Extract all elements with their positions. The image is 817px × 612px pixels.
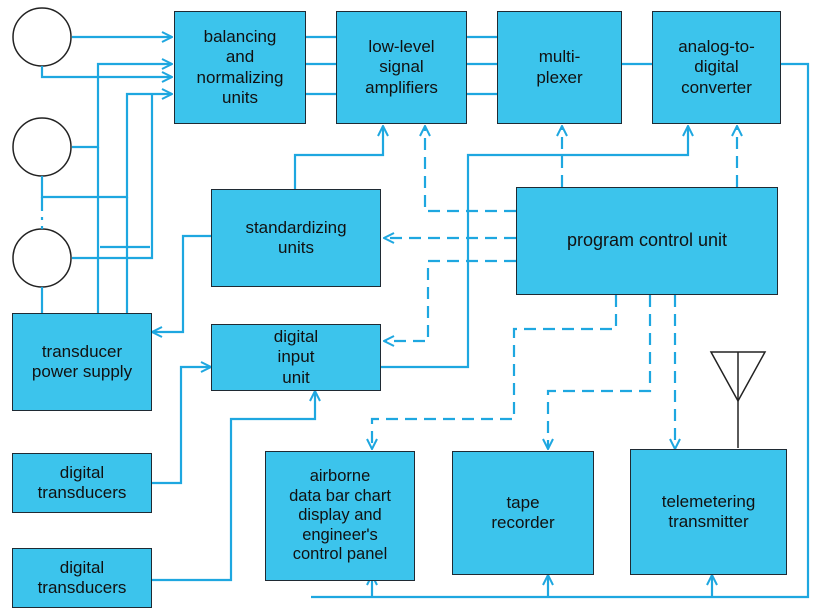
adc-label: analog-to- digital converter [678,37,755,97]
digital-input-label: digital input unit [273,327,319,387]
antenna-icon [709,351,767,448]
digital-transducers-block-1: digital transducers [12,453,152,513]
transducer-circle-3 [12,228,72,288]
multiplexer-block: multi- plexer [497,11,622,124]
multiplexer-label: multi- plexer [536,47,583,87]
conn-standardizing-power [152,234,211,332]
digital-transducers-label-1: digital transducers [37,462,127,502]
telemetering-transmitter-block: telemetering transmitter [630,449,787,575]
airborne-display-control-panel-block: airborne data bar chart display and engi… [265,451,415,581]
transducer-power-supply-block: transducer power supply [12,313,152,411]
ctrl-program-digitalinput [384,259,516,341]
standardizing-label: standardizing units [245,217,347,257]
tape-recorder-label: tape recorder [491,492,555,532]
digital-transducers-block-2: digital transducers [12,548,152,608]
low-level-signal-amplifiers-block: low-level signal amplifiers [336,11,467,124]
transducer-circle-1 [12,7,72,67]
conn-dtrans1-digitalinput [152,367,211,485]
conn-dtrans2-digitalinput [152,391,315,582]
conn-standardizing-amp [293,126,383,189]
ctrl-program-display [372,295,618,449]
amplifiers-label: low-level signal amplifiers [365,37,438,97]
program-control-unit-block: program control unit [516,187,778,295]
conn-digitalinput-adc [381,126,688,369]
conn-sensor2-balancing [72,64,172,149]
digital-input-unit-block: digital input unit [211,324,381,391]
analog-to-digital-converter-block: analog-to- digital converter [652,11,781,124]
balancing-label: balancing and normalizing units [196,27,284,107]
balancing-normalizing-units-block: balancing and normalizing units [174,11,306,124]
digital-transducers-label-2: digital transducers [37,557,127,597]
telemetering-label: telemetering transmitter [661,491,756,531]
airborne-display-label: airborne data bar chart display and engi… [289,467,391,564]
program-control-label: program control unit [566,230,728,251]
conn-sensor3-balancing [72,94,154,260]
tape-recorder-block: tape recorder [452,451,594,575]
power-supply-label: transducer power supply [31,341,133,381]
ctrl-program-tape [548,295,652,449]
standardizing-units-block: standardizing units [211,189,381,287]
transducer-circle-2 [12,117,72,177]
ctrl-program-amp [425,126,516,213]
conn-adc-output-bus [311,62,810,599]
conn-sensor1-balancing-b [40,66,172,77]
